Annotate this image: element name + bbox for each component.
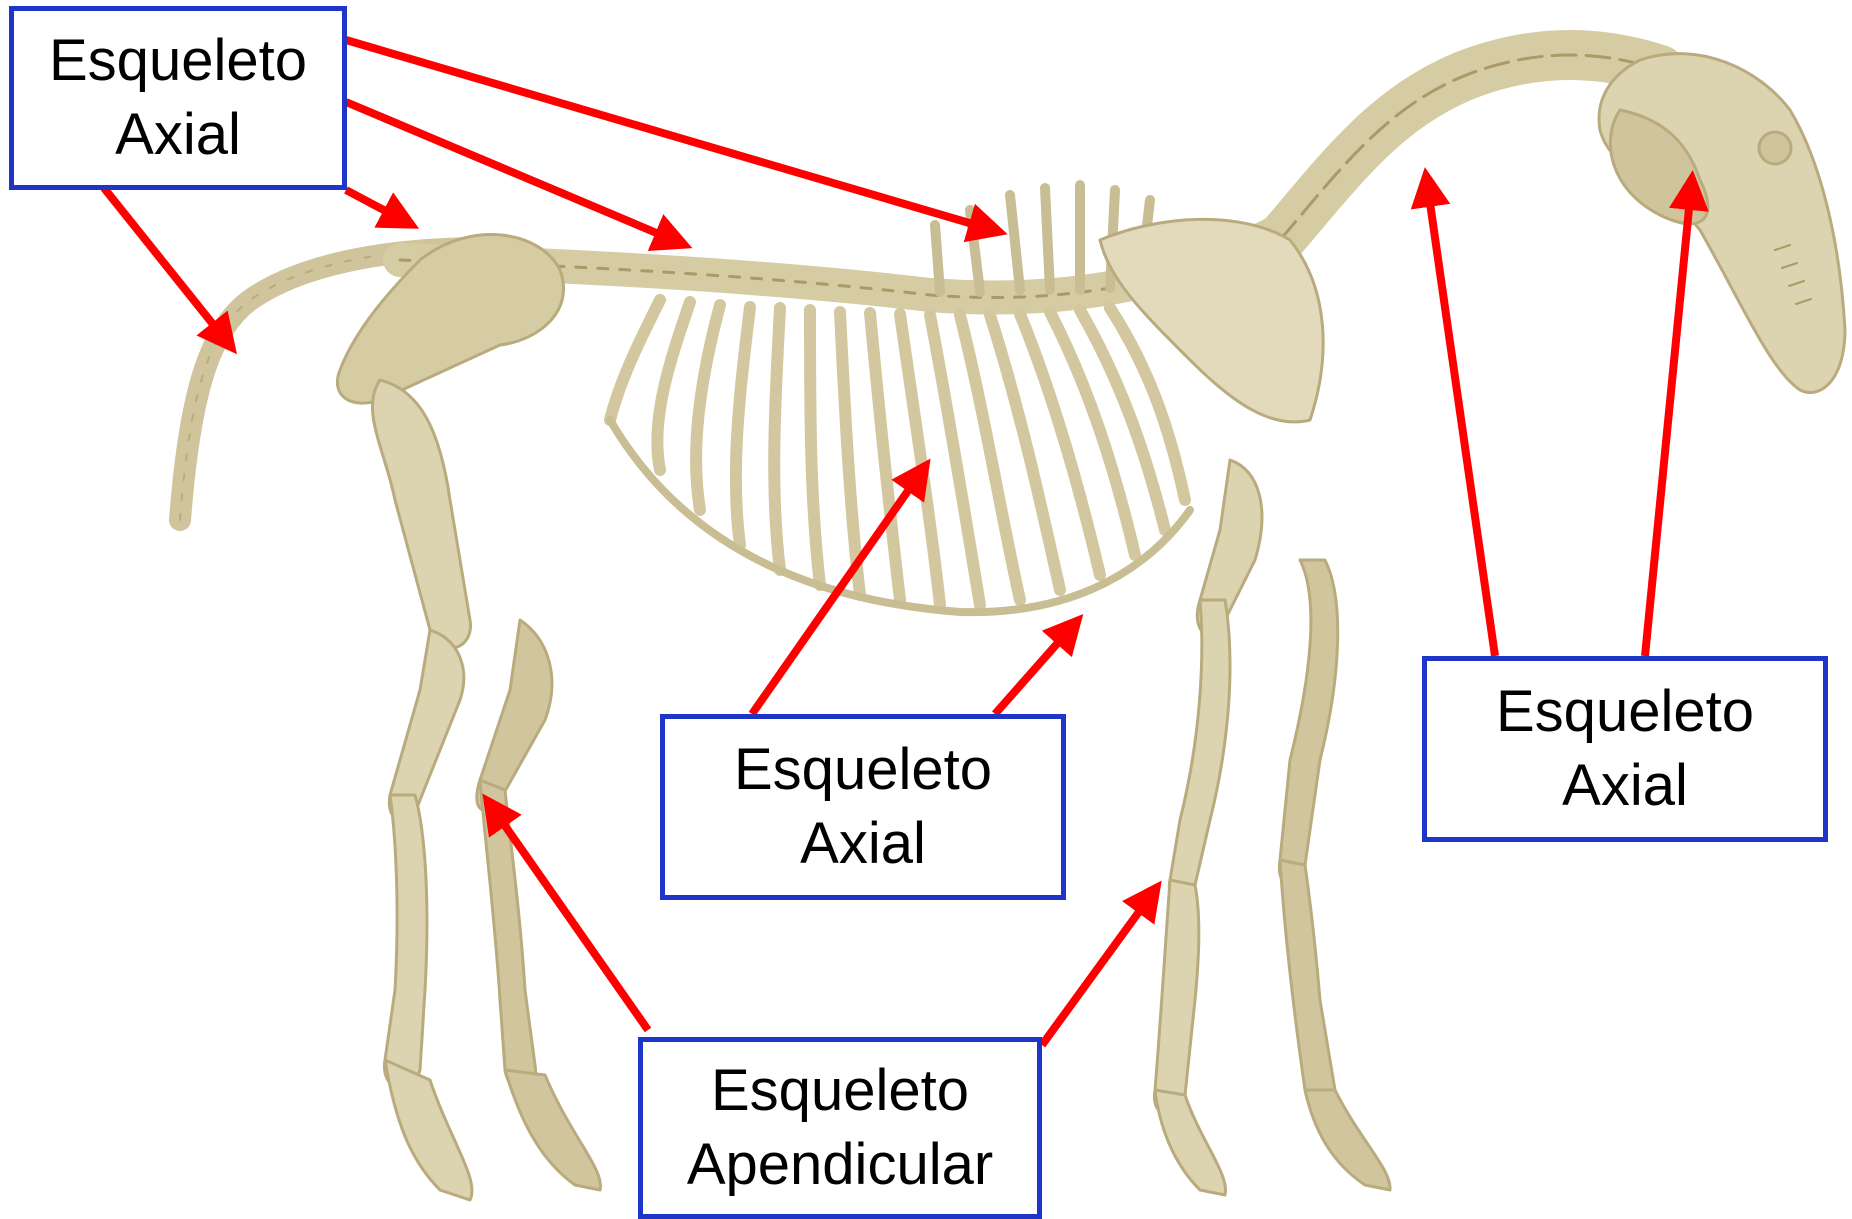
hind-leg-near xyxy=(372,380,472,1200)
label-axial-top-left: Esqueleto Axial xyxy=(9,6,347,190)
label-line-2: Axial xyxy=(115,98,241,172)
neck-vertebrae xyxy=(1280,55,1660,240)
horse-skeleton xyxy=(180,54,1845,1200)
arrow-to-fore-leg xyxy=(1042,887,1157,1045)
arrow-to-sacrum xyxy=(346,190,412,225)
scapula xyxy=(1100,219,1323,422)
arrow-to-skull xyxy=(1645,178,1692,656)
arrow-to-sternum xyxy=(995,620,1078,714)
label-axial-right: Esqueleto Axial xyxy=(1422,656,1828,842)
arrow-to-spine-thoracic xyxy=(346,40,1000,232)
fore-leg-far xyxy=(1279,560,1390,1190)
arrow-to-tail xyxy=(104,188,232,348)
label-apendicular-bottom: Esqueleto Apendicular xyxy=(638,1037,1042,1219)
eye-socket xyxy=(1759,132,1791,164)
label-line-1: Esqueleto xyxy=(734,733,992,807)
fore-leg-near xyxy=(1154,460,1261,1195)
skull xyxy=(1599,54,1845,393)
hind-leg-far xyxy=(477,620,601,1190)
label-axial-center: Esqueleto Axial xyxy=(660,714,1066,900)
label-line-2: Apendicular xyxy=(687,1128,993,1202)
label-line-2: Axial xyxy=(1562,749,1688,823)
arrow-to-neck xyxy=(1426,175,1495,656)
label-line-1: Esqueleto xyxy=(711,1054,969,1128)
ribs xyxy=(610,300,1185,605)
label-line-1: Esqueleto xyxy=(1496,675,1754,749)
label-line-1: Esqueleto xyxy=(49,24,307,98)
label-line-2: Axial xyxy=(800,807,926,881)
